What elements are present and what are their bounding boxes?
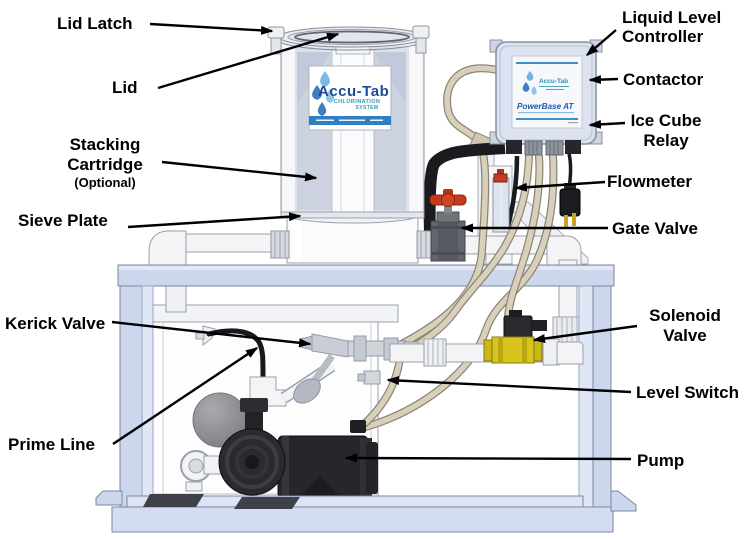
ice-cube-line1: Ice Cube [630, 111, 702, 130]
kerick-valve-arrow [111, 320, 312, 348]
callout-prime-line: Prime Line [8, 435, 95, 454]
solenoid-line2: Valve [663, 326, 707, 345]
callout-pump: Pump [637, 451, 685, 470]
lid-latch-arrow [149, 22, 274, 35]
callout-kerick-valve: Kerick Valve [5, 314, 106, 333]
callout-gate-valve: Gate Valve [612, 219, 699, 238]
pump-arrow [344, 453, 632, 463]
level-switch [357, 370, 381, 385]
cable-glands [506, 140, 581, 156]
liquid-level-controller: Accu-Tab PowerBase AT [489, 39, 603, 156]
stacking-line1: Stacking [69, 135, 141, 154]
flowmeter-arrow [514, 180, 606, 192]
tank-tagline2: SYSTEM [356, 105, 379, 111]
solenoid-line1: Solenoid [649, 306, 721, 325]
liquid-level-controller-arrow [585, 29, 617, 56]
controller-faceplate: Accu-Tab PowerBase AT [511, 55, 583, 129]
callout-flowmeter: Flowmeter [607, 172, 693, 191]
tank-lid [294, 30, 410, 44]
contactor-arrow [588, 75, 619, 85]
tank-tagline1: CHLORINATION [334, 99, 381, 105]
gate-valve [429, 189, 467, 262]
callout-solenoid-valve: Solenoid Valve [641, 306, 729, 346]
callout-lid: Lid [112, 78, 138, 97]
flowmeter [492, 169, 510, 233]
lid-arrow [157, 32, 340, 90]
base-angle-brackets [143, 494, 300, 509]
level-switch-arrow [386, 376, 632, 394]
controller-model-text: PowerBase AT [517, 102, 574, 111]
ice-cube-line2: Relay [643, 131, 689, 150]
lid-latch-right [412, 25, 430, 54]
llc-line2: Controller [622, 27, 704, 46]
stacking-cartridge-arrow [161, 160, 318, 182]
tubing [358, 64, 558, 432]
sieve-plate-arrow [127, 212, 302, 229]
callout-level-switch: Level Switch [636, 383, 739, 402]
prime-line-arrow [112, 347, 259, 445]
llc-line1: Liquid Level [622, 8, 722, 27]
power-plug [559, 183, 581, 228]
stacking-line2: Cartridge [67, 155, 143, 174]
controller-brand-text: Accu-Tab [539, 78, 568, 85]
pump [180, 398, 378, 505]
solenoid-valve [483, 310, 547, 364]
callout-sieve-plate: Sieve Plate [18, 211, 108, 230]
water-droplets-logo [312, 71, 335, 116]
callout-contactor: Contactor [623, 70, 704, 89]
stacking-line3: (Optional) [74, 175, 136, 190]
callout-lid-latch: Lid Latch [57, 14, 133, 33]
callout-ice-cube-relay: Ice Cube Relay [622, 111, 710, 151]
skid-frame [95, 264, 637, 533]
callout-stacking-cartridge: Stacking Cartridge (Optional) [50, 135, 160, 191]
callout-arrows [111, 22, 638, 463]
controller-droplets-logo [522, 71, 537, 95]
pump-top-fitting [350, 420, 366, 433]
chlorinator-tank: Accu-Tab CHLORINATION SYSTEM [267, 25, 430, 219]
tank-brand-label: Accu-Tab CHLORINATION SYSTEM [308, 65, 392, 131]
callout-liquid-level-controller: Liquid Level Controller [622, 8, 721, 46]
solenoid-valve-arrow [532, 324, 638, 343]
ice-cube-relay-arrow [588, 119, 626, 129]
tank-brand-text: Accu-Tab [318, 83, 389, 100]
